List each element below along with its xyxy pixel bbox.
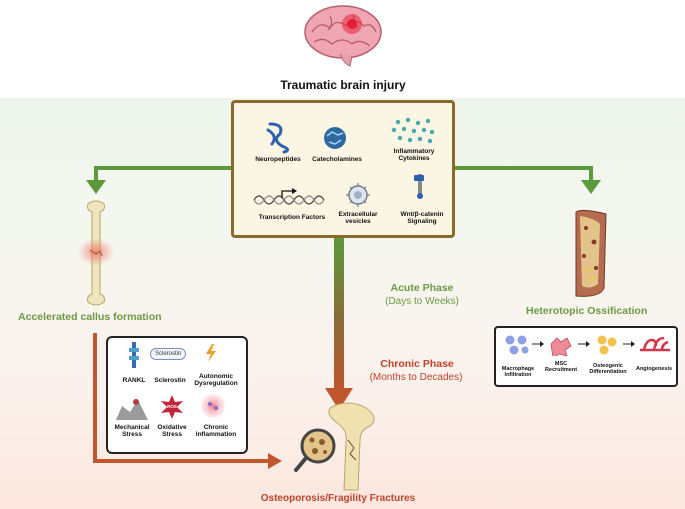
extracellular-vesicles-label: Extracellular vesicles bbox=[338, 211, 378, 226]
tbi-title: Traumatic brain injury bbox=[280, 78, 406, 92]
ros-icon bbox=[161, 395, 183, 419]
osteogenic-label: Osteogenic Differentiation bbox=[589, 363, 627, 376]
callus-bone-icon bbox=[78, 200, 114, 306]
transcription-factors-label: Transcription Factors bbox=[258, 214, 326, 221]
sclerostin-pill: Sclerostin bbox=[150, 348, 187, 360]
oxidative-stress-label: Oxidative Stress bbox=[157, 424, 187, 439]
chronic-phase-sub: (Months to Decades) bbox=[369, 372, 463, 383]
mechanical-stress-label: Mechanical Stress bbox=[114, 424, 150, 439]
dna-icon bbox=[253, 188, 325, 205]
msc-label: MSC Recruitment bbox=[544, 361, 578, 374]
arrow-icon bbox=[578, 341, 590, 347]
arrow-icon bbox=[532, 341, 544, 347]
ho-title: Heterotopic Ossification bbox=[526, 305, 648, 317]
arrow-icon bbox=[623, 341, 635, 347]
autonomic-label: Autonomic Dysregulation bbox=[194, 373, 238, 388]
acute-phase-title: Acute Phase bbox=[390, 282, 454, 294]
callus-to-osteoporosis-arrow bbox=[93, 333, 282, 469]
catecholamine-icon bbox=[324, 127, 346, 149]
chronic-phase-title: Chronic Phase bbox=[380, 358, 454, 370]
mechanical-stress-icon bbox=[116, 399, 148, 420]
ros-text: ROS bbox=[167, 404, 177, 409]
receptor-icon bbox=[414, 174, 424, 199]
neuropeptide-icon bbox=[266, 122, 289, 154]
rankl-icon bbox=[129, 342, 139, 368]
vesicle-icon bbox=[346, 183, 370, 207]
catecholamines-label: Catecholamines bbox=[312, 156, 362, 163]
femur-magnifier-icon bbox=[294, 402, 375, 491]
macrophage-label: Macrophage Infiltration bbox=[501, 366, 535, 379]
msc-icon bbox=[550, 337, 572, 356]
macrophage-icon bbox=[505, 335, 529, 355]
chronic-inflammation-label: Chronic Inflammation bbox=[195, 424, 237, 439]
angiogenesis-label: Angiogenesis bbox=[635, 366, 673, 372]
cytokines-label: Inflammatory Cytokines bbox=[393, 148, 435, 163]
inflammation-icon bbox=[201, 394, 225, 418]
lightning-icon bbox=[206, 344, 216, 362]
wnt-signaling-label: Wnt/β-catenin Signaling bbox=[400, 211, 444, 226]
neuropeptides-label: Neuropeptides bbox=[255, 156, 301, 163]
rankl-label: RANKL bbox=[122, 377, 146, 384]
cytokine-icon bbox=[391, 117, 435, 144]
acute-phase-sub: (Days to Weeks) bbox=[385, 296, 459, 307]
ho-process-box bbox=[494, 326, 678, 387]
left-green-arrow bbox=[86, 166, 231, 194]
right-green-arrow bbox=[455, 166, 601, 194]
brain-icon bbox=[304, 5, 382, 67]
sclerostin-label: Sclerostin bbox=[154, 377, 186, 384]
osteoporosis-title: Osteoporosis/Fragility Fractures bbox=[260, 493, 416, 504]
callus-title: Accelerated callus formation bbox=[18, 311, 162, 323]
central-phase-arrow bbox=[325, 238, 353, 410]
heterotopic-bone-icon bbox=[575, 209, 607, 297]
angiogenesis-icon bbox=[640, 336, 670, 352]
osteoblast-icon bbox=[597, 335, 617, 355]
